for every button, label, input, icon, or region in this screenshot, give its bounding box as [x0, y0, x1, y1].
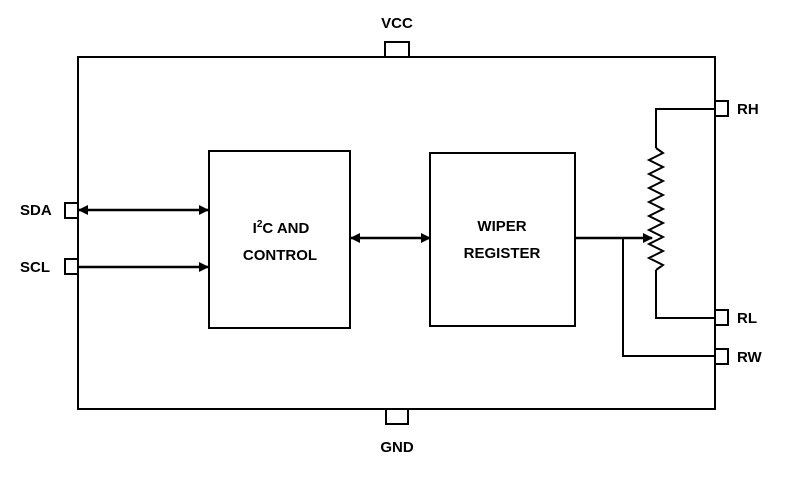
rh-pin	[714, 100, 729, 117]
vcc-pin	[384, 41, 410, 58]
gnd-pin	[385, 408, 409, 425]
rw-label: RW	[737, 349, 763, 366]
scl-label: SCL	[20, 259, 50, 276]
i2c-block-line2: CONTROL	[243, 247, 317, 264]
rl-wire	[655, 270, 715, 319]
scl-pin	[64, 258, 79, 275]
wiper-register-block	[429, 152, 576, 327]
rl-pin	[714, 309, 729, 326]
i2c-block-line1: I2C AND	[253, 219, 310, 237]
i2c-control-block	[208, 150, 351, 329]
rh-wire	[655, 108, 715, 148]
wiper-block-line2: REGISTER	[464, 245, 541, 262]
wiper-block-line1: WIPER	[477, 218, 526, 235]
rl-label: RL	[737, 310, 757, 327]
vcc-label: VCC	[381, 15, 413, 32]
sda-pin	[64, 202, 79, 219]
rh-label: RH	[737, 101, 759, 118]
sda-label: SDA	[20, 202, 52, 219]
rw-pin	[714, 348, 729, 365]
rw-wire	[622, 238, 715, 357]
chip-outline	[77, 56, 716, 410]
gnd-label: GND	[380, 439, 414, 456]
potentiometer-resistor	[646, 147, 666, 271]
